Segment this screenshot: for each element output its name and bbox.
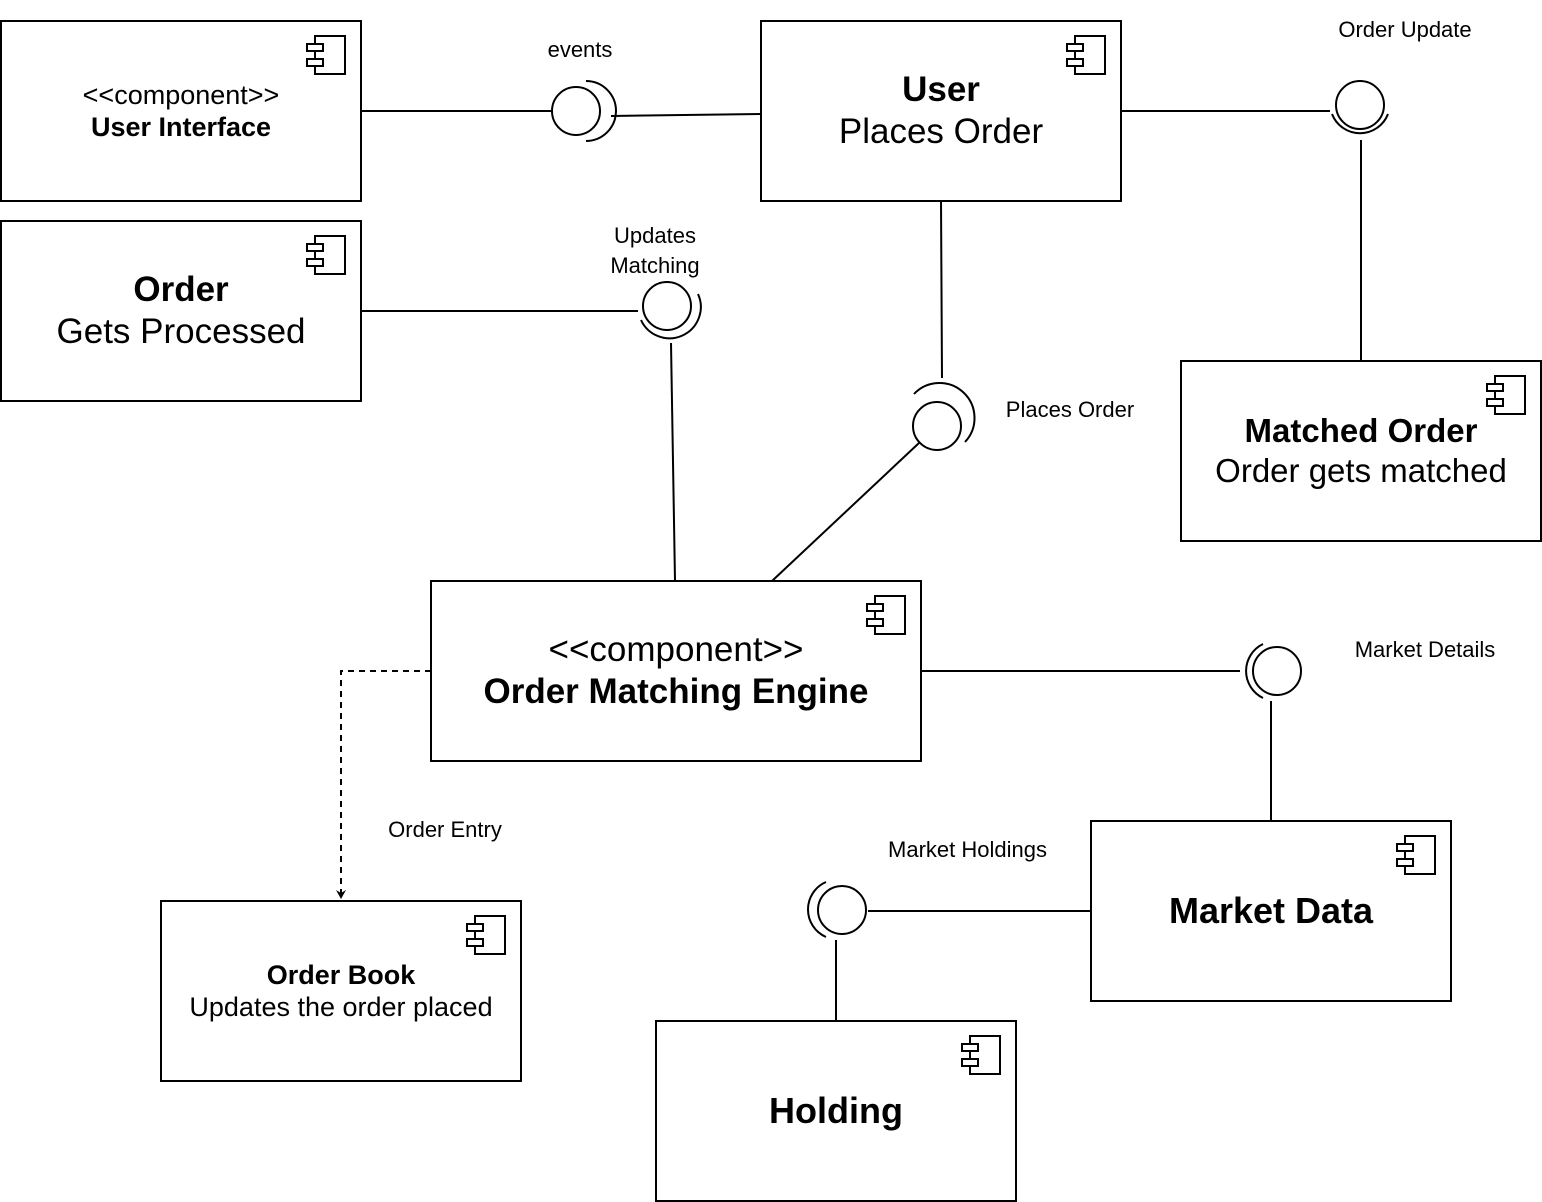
component-name: Order Matching Engine xyxy=(483,672,869,711)
component-icon xyxy=(866,595,906,635)
connector-events-user[interactable] xyxy=(610,113,762,117)
component-icon xyxy=(306,35,346,75)
component-market-data[interactable]: Market Data xyxy=(1090,820,1452,1002)
component-icon xyxy=(1066,35,1106,75)
interface-socket-updates-matching[interactable] xyxy=(640,293,702,340)
component-icon xyxy=(466,915,506,955)
component-name: Market Data xyxy=(1168,890,1374,932)
interface-ball-market-holdings[interactable] xyxy=(817,885,867,935)
interface-label-market-details: Market Details xyxy=(1354,637,1496,662)
dependency-engine-orderbook[interactable] xyxy=(336,670,431,899)
interface-label-updates-matching-line2: Matching xyxy=(610,253,700,278)
interface-ball-events[interactable] xyxy=(551,86,601,136)
connector-placesorder-engine[interactable] xyxy=(771,442,920,582)
component-icon xyxy=(961,1035,1001,1075)
component-description: Places Order xyxy=(838,112,1044,151)
component-stereotype: <<component>> xyxy=(82,79,280,110)
component-name: Holding xyxy=(769,1090,903,1132)
connector-user-placesorder[interactable] xyxy=(940,200,943,379)
interface-socket-order-update[interactable] xyxy=(1331,113,1389,135)
interface-socket-market-holdings[interactable] xyxy=(806,881,827,938)
component-order-matching-engine[interactable]: <<component>> Order Matching Engine xyxy=(430,580,922,762)
component-name: Order xyxy=(133,270,229,309)
interface-ball-updates-matching[interactable] xyxy=(642,281,692,331)
interface-label-order-entry: Order Entry xyxy=(388,817,502,842)
interface-label-events: events xyxy=(547,37,613,62)
component-name: User Interface xyxy=(90,112,272,142)
component-description: Order gets matched xyxy=(1215,452,1507,489)
interface-ball-places-order[interactable] xyxy=(912,401,962,451)
interface-socket-events[interactable] xyxy=(585,80,617,142)
component-matched-order[interactable]: Matched Order Order gets matched xyxy=(1180,360,1542,542)
component-order[interactable]: Order Gets Processed xyxy=(0,220,362,402)
connector-updatesmatching-engine[interactable] xyxy=(670,342,676,582)
component-description: Gets Processed xyxy=(56,312,306,351)
component-holding[interactable]: Holding xyxy=(655,1020,1017,1202)
interface-label-updates-matching: Updates Matching xyxy=(590,221,720,281)
component-icon xyxy=(306,235,346,275)
interface-label-places-order: Places Order xyxy=(1005,397,1135,422)
component-stereotype: <<component>> xyxy=(548,630,804,669)
component-icon xyxy=(1396,835,1436,875)
component-name: Order Book xyxy=(266,959,416,990)
component-user[interactable]: User Places Order xyxy=(760,20,1122,202)
interface-ball-market-details[interactable] xyxy=(1252,646,1302,696)
component-icon xyxy=(1486,375,1526,415)
component-name: User xyxy=(902,70,980,109)
interface-socket-market-details[interactable] xyxy=(1245,643,1264,699)
interface-label-updates-matching-line1: Updates xyxy=(614,223,696,248)
component-user-interface[interactable]: <<component>> User Interface xyxy=(0,20,362,202)
interface-socket-places-order[interactable] xyxy=(913,381,976,443)
component-name: Matched Order xyxy=(1244,412,1478,450)
component-description: Updates the order placed xyxy=(189,992,493,1022)
interface-label-market-holdings: Market Holdings xyxy=(888,837,1047,862)
component-order-book[interactable]: Order Book Updates the order placed xyxy=(160,900,522,1082)
interface-label-order-update: Order Update xyxy=(1338,17,1472,42)
interface-ball-order-update[interactable] xyxy=(1335,80,1385,130)
